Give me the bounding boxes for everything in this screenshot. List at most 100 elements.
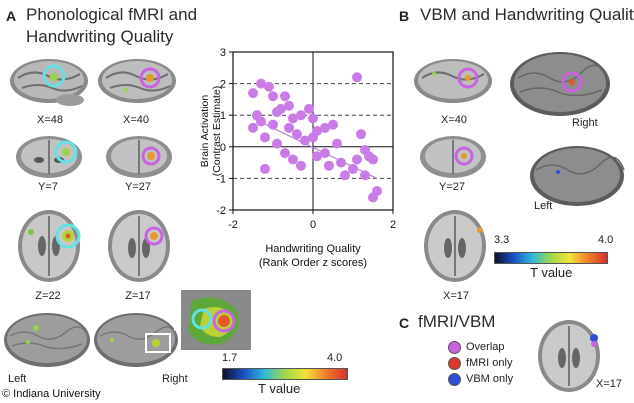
brain-coronal-y7 xyxy=(16,136,82,178)
ytick-label-3: 0 xyxy=(220,142,226,154)
data-point-11 xyxy=(280,91,290,102)
colorbar-a xyxy=(222,368,348,380)
ytick-label-1: 2 xyxy=(220,79,226,91)
label-left-a: Left xyxy=(8,373,27,385)
ytick-label-5: -2 xyxy=(216,205,226,217)
data-point-10 xyxy=(276,103,286,114)
data-point-30 xyxy=(320,148,330,159)
data-point-18 xyxy=(308,113,318,124)
legend-swatch-vbm xyxy=(448,372,461,386)
slice-label-a2: X=40 xyxy=(123,114,149,126)
legend-swatch-overlap xyxy=(448,340,461,354)
legend-label-fmri: fMRI only xyxy=(466,357,513,369)
data-point-25 xyxy=(288,154,298,165)
xtick-label-2: 2 xyxy=(390,219,396,231)
brain-axial-z17 xyxy=(108,210,170,282)
data-point-5 xyxy=(248,122,258,133)
brain-b-3d-right xyxy=(510,52,610,116)
label-right-a: Right xyxy=(162,373,188,385)
data-point-32 xyxy=(332,138,342,149)
data-point-23 xyxy=(272,138,282,149)
data-point-33 xyxy=(336,157,346,168)
data-point-7 xyxy=(260,132,270,143)
y-axis-label-1: Brain Activation xyxy=(200,95,211,168)
slice-label-a1: X=48 xyxy=(37,114,63,126)
data-point-0 xyxy=(248,88,258,99)
data-point-29 xyxy=(312,151,322,162)
data-point-13 xyxy=(288,113,298,124)
colorbar-a-label: T value xyxy=(258,381,301,396)
slice-label-a5: Z=22 xyxy=(35,290,61,302)
colorbar-b-min: 3.3 xyxy=(494,234,510,246)
colorbar-b-label: T value xyxy=(530,265,573,280)
colorbar-a-max: 4.0 xyxy=(327,352,343,364)
panel-b-title: VBM and Handwriting Quality xyxy=(420,5,634,24)
colorbar-b xyxy=(494,252,608,264)
label-right-b: Right xyxy=(572,117,598,129)
panel-a-title-line1: Phonological fMRI and xyxy=(26,5,198,24)
brain-coronal-y27 xyxy=(106,136,172,178)
data-point-40 xyxy=(368,154,378,165)
y-axis-label-2: (Contrast Estimate) xyxy=(211,86,223,176)
legend-swatch-fmri xyxy=(448,356,461,370)
panel-c-title: fMRI/VBM xyxy=(418,312,496,331)
brain-sagittal-x48 xyxy=(10,59,88,106)
xtick-label-0: -2 xyxy=(228,219,238,231)
legend-c: Overlap fMRI only VBM only xyxy=(448,339,513,387)
ytick-label-2: 1 xyxy=(220,110,226,122)
data-point-34 xyxy=(340,170,350,181)
copyright: © Indiana University xyxy=(2,388,101,400)
data-point-28 xyxy=(308,132,318,143)
data-point-26 xyxy=(296,160,306,171)
brain-b-sagittal-x40 xyxy=(414,59,492,103)
brain-axial-z22 xyxy=(18,210,81,282)
xtick-label-1: 0 xyxy=(310,219,316,231)
legend-item-fmri: fMRI only xyxy=(448,355,513,371)
slice-label-a4: Y=27 xyxy=(125,181,151,193)
slice-label-c: X=17 xyxy=(596,378,622,390)
legend-label-overlap: Overlap xyxy=(466,341,505,353)
data-point-21 xyxy=(328,119,338,130)
panel-b-letter: B xyxy=(399,8,410,24)
x-axis-label-1: Handwriting Quality xyxy=(265,243,361,255)
brain-c-axial xyxy=(538,320,600,392)
data-point-43 xyxy=(368,192,378,203)
brain-b-axial-x17 xyxy=(424,210,486,282)
slice-label-b1: X=40 xyxy=(441,114,467,126)
brain-b-3d-left xyxy=(530,146,625,206)
data-point-1 xyxy=(256,78,266,89)
data-point-14 xyxy=(284,122,294,133)
data-point-22 xyxy=(260,163,270,174)
data-point-20 xyxy=(320,122,330,133)
brain-3d-left xyxy=(4,313,90,367)
data-point-24 xyxy=(280,148,290,159)
slice-label-b3: X=17 xyxy=(443,290,469,302)
legend-item-vbm: VBM only xyxy=(448,371,513,387)
data-point-6 xyxy=(256,116,266,127)
data-point-3 xyxy=(268,91,278,102)
data-point-16 xyxy=(296,110,306,121)
slice-label-a3: Y=7 xyxy=(38,181,58,193)
brain-3d-right xyxy=(94,313,178,367)
data-point-8 xyxy=(268,119,278,130)
data-point-12 xyxy=(284,100,294,111)
panel-a-letter: A xyxy=(6,8,17,24)
data-point-31 xyxy=(324,160,334,171)
panel-c-letter: C xyxy=(399,315,410,331)
x-axis-label-2: (Rank Order z scores) xyxy=(259,257,367,269)
data-point-15 xyxy=(292,129,302,140)
data-point-35 xyxy=(348,163,358,174)
colorbar-b-max: 4.0 xyxy=(598,234,614,246)
data-point-36 xyxy=(352,72,362,83)
label-left-b: Left xyxy=(534,200,553,212)
colorbar-a-min: 1.7 xyxy=(222,352,238,364)
data-point-44 xyxy=(352,154,362,165)
slice-label-a6: Z=17 xyxy=(125,290,151,302)
ytick-label-4: -1 xyxy=(216,173,226,185)
data-point-41 xyxy=(360,170,370,181)
data-point-27 xyxy=(300,135,310,146)
data-point-17 xyxy=(304,103,314,114)
legend-label-vbm: VBM only xyxy=(466,373,514,385)
slice-label-b2: Y=27 xyxy=(439,181,465,193)
